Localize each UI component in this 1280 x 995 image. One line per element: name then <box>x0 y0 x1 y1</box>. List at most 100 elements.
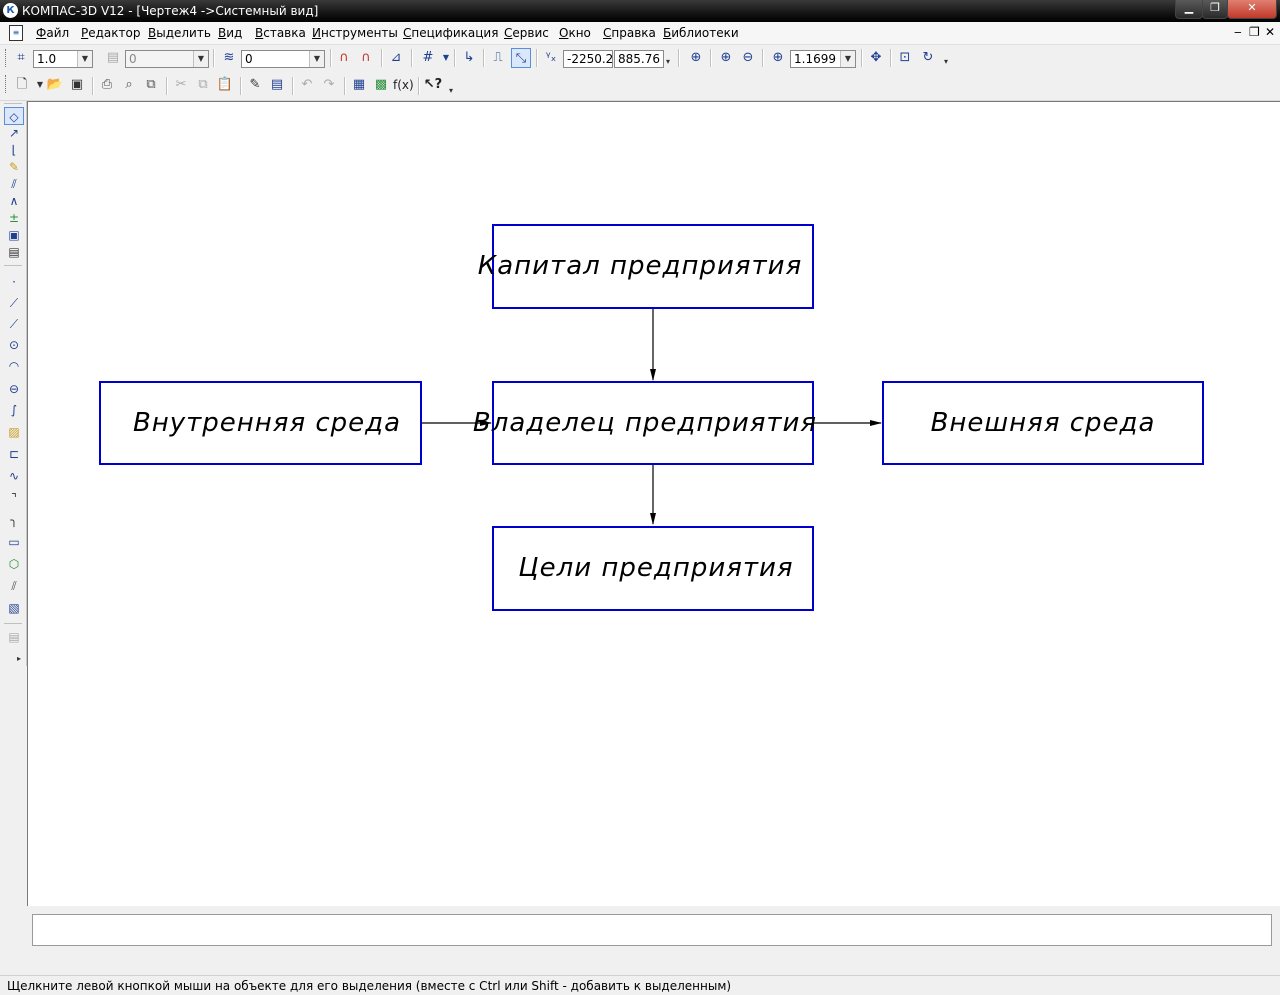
round-icon[interactable]: ⎍ <box>493 50 503 65</box>
box-internal[interactable]: Внутренняя среда <box>99 381 422 465</box>
preview-icon[interactable]: ⧉ <box>146 77 156 92</box>
point-tool-icon[interactable]: · <box>12 275 16 289</box>
chevron-down-icon: ▼ <box>193 51 208 67</box>
fillet-tool-icon[interactable]: ╮ <box>10 513 18 527</box>
spline-tool-icon[interactable]: ∫ <box>10 403 18 417</box>
layer-combo[interactable]: 0▼ <box>241 50 325 68</box>
menu-view[interactable]: Вид <box>218 26 243 40</box>
chevron-down-icon[interactable]: ▼ <box>36 80 44 89</box>
local-snap-icon[interactable]: ∩ <box>361 50 371 65</box>
rectangle-tool-icon[interactable]: ▭ <box>8 535 20 549</box>
toolbar-separator <box>240 77 242 95</box>
menu-file[interactable]: Файл <box>36 26 70 40</box>
zoom-in-icon[interactable]: ⊕ <box>720 50 732 65</box>
coord-y-field[interactable]: 885.76 <box>614 50 664 68</box>
toolbar-overflow-icon[interactable]: ▾ <box>666 57 671 66</box>
pan-icon[interactable]: ✥ <box>870 50 882 65</box>
geometry-panel-icon[interactable]: ◇ <box>4 107 24 125</box>
zoom-combo[interactable]: 1.1699▼ <box>790 50 856 68</box>
document-icon[interactable]: ≡ <box>9 25 23 41</box>
specification-panel-icon[interactable]: ▤ <box>8 245 20 259</box>
layers-icon[interactable]: ≋ <box>223 50 235 65</box>
box-owner[interactable]: Владелец предприятия <box>473 381 817 465</box>
menu-tools[interactable]: Инструменты <box>312 26 398 40</box>
box-goals[interactable]: Цели предприятия <box>492 526 814 611</box>
circle-tool-icon[interactable]: ⊙ <box>8 338 20 352</box>
coord-x-field[interactable]: -2250.2 <box>563 50 613 68</box>
print-icon[interactable]: ⎙ <box>101 77 113 92</box>
zoom-window-icon[interactable]: ⊕ <box>690 50 702 65</box>
designations-panel-icon[interactable]: ⌊ <box>11 143 17 157</box>
properties-brush-icon[interactable]: ✎ <box>249 77 261 92</box>
auxiliary-line-icon[interactable]: ⟋ <box>9 296 19 310</box>
orthogonal-icon[interactable]: ⊿ <box>390 50 402 65</box>
toolbar-overflow-icon[interactable]: ▾ <box>449 86 454 95</box>
menu-insert[interactable]: Вставка <box>255 26 306 40</box>
properties-field[interactable] <box>32 914 1272 946</box>
polygon-tool-icon[interactable]: ⬡ <box>8 557 20 571</box>
zoom-out-icon[interactable]: ⊖ <box>742 50 754 65</box>
new-document-icon[interactable]: 🗋 <box>16 77 28 92</box>
restore-button[interactable]: ❐ <box>1202 0 1228 19</box>
hatch-tool-icon[interactable]: ▨ <box>8 425 20 439</box>
menu-help[interactable]: Справка <box>603 26 656 40</box>
context-help-icon[interactable]: ↖? <box>423 77 443 92</box>
show-all-icon[interactable]: ⊡ <box>899 50 911 65</box>
ellipse-tool-icon[interactable]: ⊖ <box>8 382 20 396</box>
scale-combo[interactable]: 1.0▼ <box>33 50 93 68</box>
minimize-button[interactable]: ▁ <box>1175 0 1203 19</box>
menu-select[interactable]: Выделить <box>148 26 211 40</box>
dimensions-panel-icon[interactable]: ↗ <box>8 126 20 140</box>
menu-service[interactable]: Сервис <box>504 26 549 40</box>
chamfer-tool-icon[interactable]: ⌝ <box>11 491 17 505</box>
menu-edit[interactable]: Редактор <box>81 26 141 40</box>
toolbar-overflow-icon[interactable]: ▾ <box>944 57 949 66</box>
segment-tool-icon[interactable]: ⟋ <box>9 317 19 331</box>
compact-toolbar: ◇ ↗ ⌊ ✎ ⫽ ∧ ± ▣ ▤ · ⟋ ⟋ ⊙ ◠ ⊖ ∫ ▨ ⊏ ∿ ⌝ … <box>0 101 27 666</box>
toolbar-separator <box>483 49 485 67</box>
equidistant-tool-icon[interactable]: ⫽ <box>11 579 17 593</box>
collect-contour-icon[interactable]: ▧ <box>8 601 20 615</box>
polyline-tool-icon[interactable]: ⊏ <box>8 447 20 461</box>
associative-views-panel-icon[interactable]: ▣ <box>8 228 20 242</box>
toolbar-grip[interactable] <box>5 49 8 67</box>
drawing-canvas[interactable]: Капитал предприятия Владелец предприятия… <box>27 101 1280 906</box>
grid-snap-icon[interactable]: ⌗ <box>17 50 25 65</box>
box-capital[interactable]: Капитал предприятия <box>478 224 814 309</box>
library-manager-icon[interactable]: ▦ <box>352 77 366 92</box>
toolbar-separator <box>762 49 764 67</box>
chevron-down-icon[interactable]: ▼ <box>840 51 855 67</box>
mdi-minimize-button[interactable]: ‒ <box>1234 25 1242 39</box>
variables-icon[interactable]: ▩ <box>374 77 388 92</box>
bezier-tool-icon[interactable]: ∿ <box>8 469 20 483</box>
editing-panel-icon[interactable]: ✎ <box>8 160 20 174</box>
expand-arrow-icon[interactable]: ▸ <box>16 654 21 663</box>
selection-panel-icon[interactable]: ± <box>8 211 20 225</box>
chevron-down-icon[interactable]: ▼ <box>77 51 92 67</box>
zoom-scale-icon[interactable]: ⊕ <box>772 50 784 65</box>
coordinate-system-icon[interactable]: ↳ <box>463 50 475 65</box>
print-preview-icon[interactable]: ⌕ <box>125 77 133 92</box>
title-bar: К КОМПАС-3D V12 - [Чертеж4 ->Системный в… <box>0 0 1280 22</box>
menu-window[interactable]: Окно <box>559 26 591 40</box>
open-folder-icon[interactable]: 📂 <box>46 77 64 92</box>
menu-libraries[interactable]: Библиотеки <box>663 26 739 40</box>
close-button[interactable]: ✕ <box>1227 0 1277 19</box>
measurements-panel-icon[interactable]: ∧ <box>9 194 19 208</box>
toolbar-grip[interactable] <box>5 75 8 93</box>
mdi-close-button[interactable]: ✕ <box>1265 25 1276 39</box>
menu-specification[interactable]: Спецификация <box>403 26 499 40</box>
box-external[interactable]: Внешняя среда <box>882 381 1204 465</box>
properties-list-icon[interactable]: ▤ <box>270 77 284 92</box>
parametrization-panel-icon[interactable]: ⫽ <box>11 177 17 191</box>
arc-tool-icon[interactable]: ◠ <box>8 359 20 373</box>
save-icon[interactable]: ▣ <box>70 77 84 92</box>
function-icon[interactable]: f(x) <box>393 78 414 92</box>
grid-icon[interactable]: # <box>422 50 434 65</box>
chevron-down-icon[interactable]: ▼ <box>309 51 324 67</box>
mdi-restore-button[interactable]: ❐ <box>1249 25 1260 39</box>
snap-magnet-icon[interactable]: ∩ <box>339 50 349 65</box>
cursor-snap-icon[interactable]: ⤡ <box>511 48 531 68</box>
chevron-down-icon[interactable]: ▼ <box>442 53 450 62</box>
refresh-icon[interactable]: ↻ <box>922 50 934 65</box>
